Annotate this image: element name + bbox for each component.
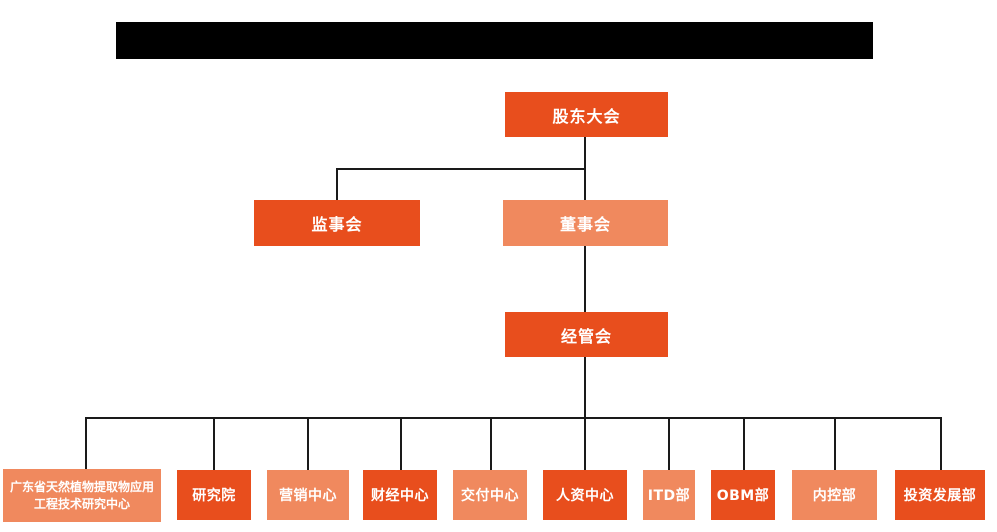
connector-to-board xyxy=(584,168,586,200)
connector-management-down xyxy=(584,357,586,418)
connector-to-supervisory xyxy=(336,168,338,200)
org-node-delivery-center: 交付中心 xyxy=(453,470,527,520)
org-node-marketing-center: 营销中心 xyxy=(267,470,349,520)
connector-bottom-bus xyxy=(85,417,942,419)
org-node-investment-development-department: 投资发展部 xyxy=(895,470,985,520)
org-node-finance-center: 财经中心 xyxy=(363,470,437,520)
connector-drop-itd xyxy=(668,417,670,470)
connector-drop-internal-control xyxy=(834,417,836,470)
org-node-management-committee: 经管会 xyxy=(505,312,668,357)
connector-drop-obm xyxy=(743,417,745,470)
org-node-supervisory-board: 监事会 xyxy=(254,200,420,246)
org-node-board-of-directors: 董事会 xyxy=(503,200,668,246)
org-node-research-institute: 研究院 xyxy=(177,470,251,520)
connector-drop-marketing xyxy=(307,417,309,470)
connector-drop-delivery xyxy=(490,417,492,470)
connector-board-management xyxy=(584,246,586,312)
org-node-gd-plant-extract-research-center: 广东省天然植物提取物应用工程技术研究中心 xyxy=(3,469,161,522)
connector-drop-hr xyxy=(584,417,586,470)
org-node-shareholders-meeting: 股东大会 xyxy=(505,92,668,137)
connector-drop-finance xyxy=(400,417,402,470)
connector-top-horizontal xyxy=(336,168,586,170)
org-node-internal-control-department: 内控部 xyxy=(792,470,877,520)
org-node-itd-department: ITD部 xyxy=(643,470,695,520)
org-node-hr-center: 人资中心 xyxy=(543,470,627,520)
redacted-title-bar xyxy=(116,22,873,59)
connector-shareholders-down xyxy=(584,137,586,168)
org-node-obm-department: OBM部 xyxy=(711,470,775,520)
connector-drop-investment xyxy=(940,417,942,470)
connector-drop-research xyxy=(213,417,215,470)
connector-drop-gd-center xyxy=(85,417,87,470)
